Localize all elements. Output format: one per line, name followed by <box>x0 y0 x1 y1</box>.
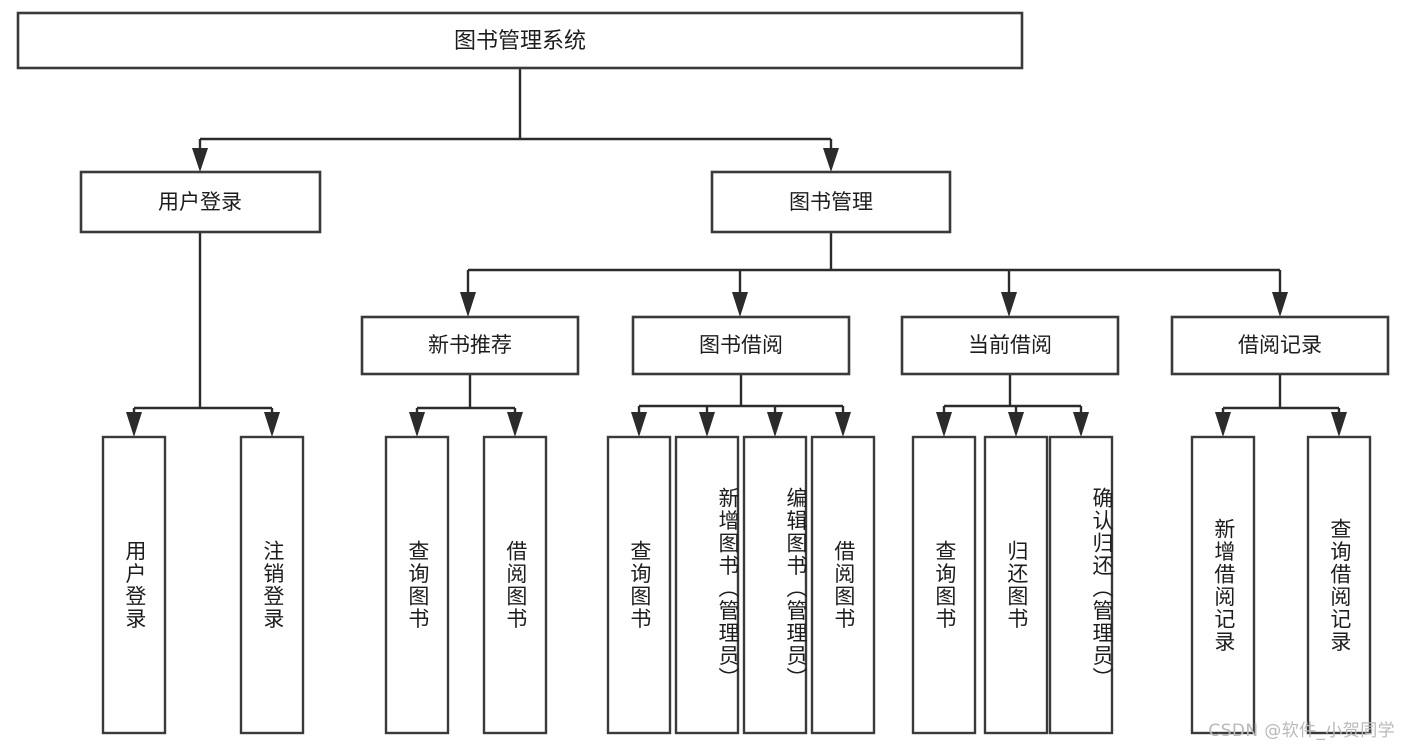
leaf-box-return-book[interactable] <box>983 435 1049 735</box>
leaf-box-query-book-current[interactable] <box>911 435 977 735</box>
arrow-head-icon <box>126 412 142 437</box>
leaf-box-layer <box>101 435 1372 735</box>
node-user-login[interactable]: 用户登录 <box>79 170 322 234</box>
node-book-management[interactable]: 图书管理 <box>710 170 952 234</box>
node-root-label: 图书管理系统 <box>454 29 586 54</box>
arrow-head-icon <box>264 412 280 437</box>
node-book-borrow[interactable]: 图书借阅 <box>631 315 851 376</box>
node-user-login-box[interactable] <box>79 170 322 234</box>
arrow-head-icon <box>823 148 839 172</box>
leaf-box-confirm-return-admin[interactable] <box>1048 435 1114 735</box>
arrow-head-icon <box>409 412 425 437</box>
node-borrow-record-label: 借阅记录 <box>1238 333 1322 357</box>
arrow-head-icon <box>1272 292 1288 317</box>
node-new-book-recommend-box[interactable] <box>360 315 580 376</box>
arrow-head-icon <box>1215 412 1231 437</box>
arrow-head-icon <box>767 412 783 437</box>
leaf-box-add-borrow-record[interactable] <box>1190 435 1256 735</box>
arrow-head-icon <box>1073 412 1089 437</box>
node-book-management-label: 图书管理 <box>789 190 873 214</box>
leaf-box-logout-login[interactable] <box>239 435 305 735</box>
arrow-head-icon <box>631 412 647 437</box>
arrow-head-icon <box>1001 292 1017 317</box>
node-root[interactable]: 图书管理系统 <box>16 11 1024 70</box>
arrow-head-icon <box>460 292 476 317</box>
arrow-head-icon <box>192 148 208 172</box>
node-current-borrow-box[interactable] <box>900 315 1120 376</box>
node-borrow-record-box[interactable] <box>1170 315 1390 376</box>
node-borrow-record[interactable]: 借阅记录 <box>1170 315 1390 376</box>
leaf-box-edit-book-admin[interactable] <box>742 435 808 735</box>
node-book-borrow-label: 图书借阅 <box>699 333 783 357</box>
arrow-head-icon <box>1331 412 1347 437</box>
node-root-box[interactable] <box>16 11 1024 70</box>
node-book-borrow-box[interactable] <box>631 315 851 376</box>
arrow-head-icon <box>936 412 952 437</box>
leaf-box-query-book-newbook[interactable] <box>384 435 450 735</box>
arrow-head-icon <box>507 412 523 437</box>
node-new-book-recommend[interactable]: 新书推荐 <box>360 315 580 376</box>
connector-layer <box>126 68 1347 437</box>
node-current-borrow[interactable]: 当前借阅 <box>900 315 1120 376</box>
leaf-box-query-borrow-record[interactable] <box>1306 435 1372 735</box>
node-new-book-recommend-label: 新书推荐 <box>428 333 512 357</box>
leaf-box-user-login[interactable] <box>101 435 167 735</box>
arrow-head-icon <box>835 412 851 437</box>
node-book-management-box[interactable] <box>710 170 952 234</box>
watermark-text: CSDN @软件_小贺同学 <box>1208 721 1395 741</box>
arrow-head-icon <box>699 412 715 437</box>
arrow-head-icon <box>1008 412 1024 437</box>
leaf-box-add-book-admin[interactable] <box>674 435 740 735</box>
leaf-box-borrow-book-newbook[interactable] <box>482 435 548 735</box>
leaf-box-query-book-borrow[interactable] <box>606 435 672 735</box>
leaf-box-borrow-book[interactable] <box>810 435 876 735</box>
arrow-head-icon <box>732 292 748 317</box>
node-current-borrow-label: 当前借阅 <box>968 333 1052 357</box>
node-user-login-label: 用户登录 <box>158 190 242 214</box>
